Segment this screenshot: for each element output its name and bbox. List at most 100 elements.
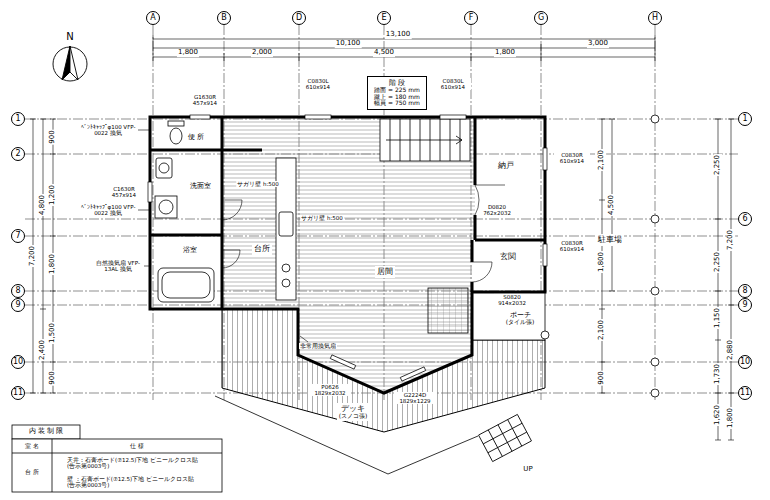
table-cell: 天井：石膏ボード(⑦12.5)下地 ビニールクロス貼(告示第0003号) (66, 457, 208, 469)
window-tag: G2224D 1829x1229 (394, 392, 436, 404)
walls (150, 117, 545, 393)
floor-hatch (222, 117, 475, 393)
dimension: 1,730 (714, 363, 722, 385)
room-label: デッキ(スノコ張) (337, 403, 370, 421)
grid-bubble: F (464, 11, 478, 25)
dimension: 2,100 (598, 319, 606, 341)
dimension-lines (599, 119, 734, 440)
fixtures (155, 119, 545, 340)
grid-points (541, 331, 549, 339)
fixtures (428, 288, 468, 333)
node-note: (タイル張) (506, 319, 535, 326)
room-label: 居間 (375, 266, 395, 277)
stair-up-label: UP (522, 466, 533, 474)
dimension: 2,250 (714, 251, 722, 273)
table-heading: 内 装 制 限 (28, 428, 65, 436)
node-title: D (296, 14, 302, 22)
windows (330, 355, 355, 369)
dimension: 1,800 (727, 407, 735, 429)
leader-lines (138, 130, 308, 342)
finish-table (12, 425, 222, 492)
door-swings (222, 250, 240, 268)
vent-note: ﾍﾞﾝﾄｷｬｯﾌﾟφ100 VFP-0022 換気 (78, 124, 138, 136)
grid-bubble: 8 (11, 284, 25, 298)
windows (190, 115, 210, 119)
node-title: 8 (742, 287, 747, 295)
node-title: 洗面室 (190, 182, 211, 190)
grid-bubble: 7 (11, 229, 25, 243)
room-label: 浴室 (181, 245, 199, 255)
north-arrow (53, 46, 87, 81)
dimension: 1,800 (494, 49, 516, 57)
grid-bubble: 2 (11, 147, 25, 161)
dimension: 4,500 (608, 194, 616, 216)
windows (543, 148, 547, 170)
node-title: 納戸 (498, 161, 514, 170)
grid-bubble: A (146, 11, 160, 25)
north-arrow (70, 46, 78, 80)
dimension: 10,100 (335, 40, 362, 48)
dimension: 2,400 (39, 339, 47, 361)
windows (305, 115, 331, 119)
window-tag: C1630R 457x914 (106, 186, 142, 198)
node-title: A (150, 14, 155, 22)
dimension: 1,150 (714, 307, 722, 329)
grid-points (651, 215, 659, 223)
node-note: (スノコ張) (339, 413, 368, 420)
dimension: 3,000 (587, 40, 609, 48)
dimension-lines (153, 35, 655, 61)
node-title: B (221, 14, 227, 22)
grid-bubble: 1 (738, 112, 752, 126)
grid-bubble: 8 (738, 284, 752, 298)
outdoor-stair (479, 414, 532, 461)
stair-spec-box: 階 段踏面 = 225 mm 蹴上 = 180 mm 幅員 = 750 mm (367, 76, 427, 111)
wall-note: サガリ壁 h:500 (300, 215, 344, 221)
window-tag: G1630R 457x914 (187, 94, 223, 106)
node-title: 11 (13, 389, 23, 397)
node-title: 駐車場 (598, 235, 622, 244)
dimension: 900 (49, 129, 57, 144)
grid-points (651, 287, 659, 295)
fixtures (158, 268, 214, 302)
room-label: 納戸 (496, 160, 516, 171)
north-arrow (53, 47, 87, 81)
window-tag: C0830L 610x914 (435, 78, 471, 90)
fixtures (282, 264, 290, 272)
node-title: 9 (742, 301, 747, 309)
grid-bubble: 9 (11, 298, 25, 312)
fixtures (380, 119, 470, 161)
node-title: 7 (15, 232, 20, 240)
fixtures (168, 121, 184, 126)
north-arrow (62, 46, 70, 80)
node-title: 浴室 (183, 246, 197, 254)
grid-bubble: 10 (11, 355, 25, 369)
grid-bubble: 11 (738, 386, 752, 400)
fixtures (156, 158, 172, 178)
vent-note: 自然換気扇 VFP-13AL 換気 (92, 260, 144, 272)
node-title: 11 (740, 389, 750, 397)
grid-points (651, 389, 659, 397)
dimension: 1,800 (177, 49, 199, 57)
grid-points (541, 115, 659, 397)
node-title: 1 (15, 115, 20, 123)
grid-bubble: 6 (738, 212, 752, 226)
door-tag: D0820 762x2032 (479, 204, 515, 216)
walls (150, 117, 545, 309)
table-cell: 壁 ：石膏ボード(⑦12.5)下地 ビニールクロス貼(告示第0003号) (66, 476, 208, 488)
dimension: 1,800 (49, 253, 57, 275)
node-title: H (652, 14, 658, 22)
table-cell: 仕 様 (129, 443, 145, 450)
windows (148, 182, 152, 202)
dimension: 2,250 (714, 154, 722, 176)
node-title: 台所 (254, 244, 270, 253)
walls (150, 117, 545, 393)
door-tag: S0820 914x2032 (494, 294, 530, 306)
dimension: 7,200 (727, 229, 735, 251)
grid-points (651, 358, 659, 366)
finish-table (12, 439, 222, 492)
wall-note: サガリ壁 h:500 (236, 181, 280, 187)
door-tag: P0626 1829x2032 (309, 384, 351, 396)
outdoor-stair (479, 414, 532, 461)
grid-points (651, 115, 659, 123)
